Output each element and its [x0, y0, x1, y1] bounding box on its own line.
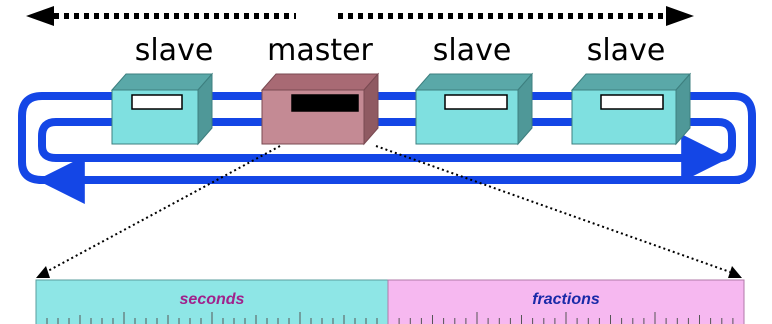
bit-ticks: [46, 312, 734, 324]
seconds-label: seconds: [180, 291, 245, 308]
master-node: [260, 72, 380, 146]
node-label-4: slave: [587, 33, 666, 68]
fractions-label: fractions: [532, 291, 600, 308]
slave-node-4: [570, 72, 692, 146]
zoom-lines: [36, 145, 742, 278]
inner-loop: [38, 118, 730, 182]
outer-loop-left: [18, 92, 112, 184]
zoom-arrowhead-right: [728, 266, 742, 278]
timestamp-bar: seconds fractions: [35, 279, 745, 324]
zoom-line-left: [45, 145, 281, 273]
node-label-master: master: [267, 33, 373, 68]
slave-register-empty: [600, 94, 664, 110]
ring-network: [18, 92, 756, 204]
zoom-arrowhead-left: [36, 266, 50, 278]
inner-loop-right: [690, 118, 736, 162]
right-arrowhead: [666, 6, 694, 26]
master-node-top: [260, 73, 380, 91]
master-register-filled: [291, 94, 359, 112]
zoom-line-right: [375, 145, 731, 273]
node-label-3: slave: [433, 33, 512, 68]
node-label-1: slave: [135, 33, 214, 68]
slave-node-top: [414, 73, 534, 91]
slave-node-top: [570, 73, 692, 91]
left-arrowhead: [26, 6, 54, 26]
slave-register-empty: [444, 94, 508, 110]
outer-loop-right: [690, 92, 756, 184]
slave-register-empty: [131, 94, 183, 110]
slave-node-top: [110, 73, 214, 91]
slave-node-1: [110, 72, 214, 146]
slave-node-3: [414, 72, 534, 146]
top-double-arrow: [26, 6, 694, 26]
